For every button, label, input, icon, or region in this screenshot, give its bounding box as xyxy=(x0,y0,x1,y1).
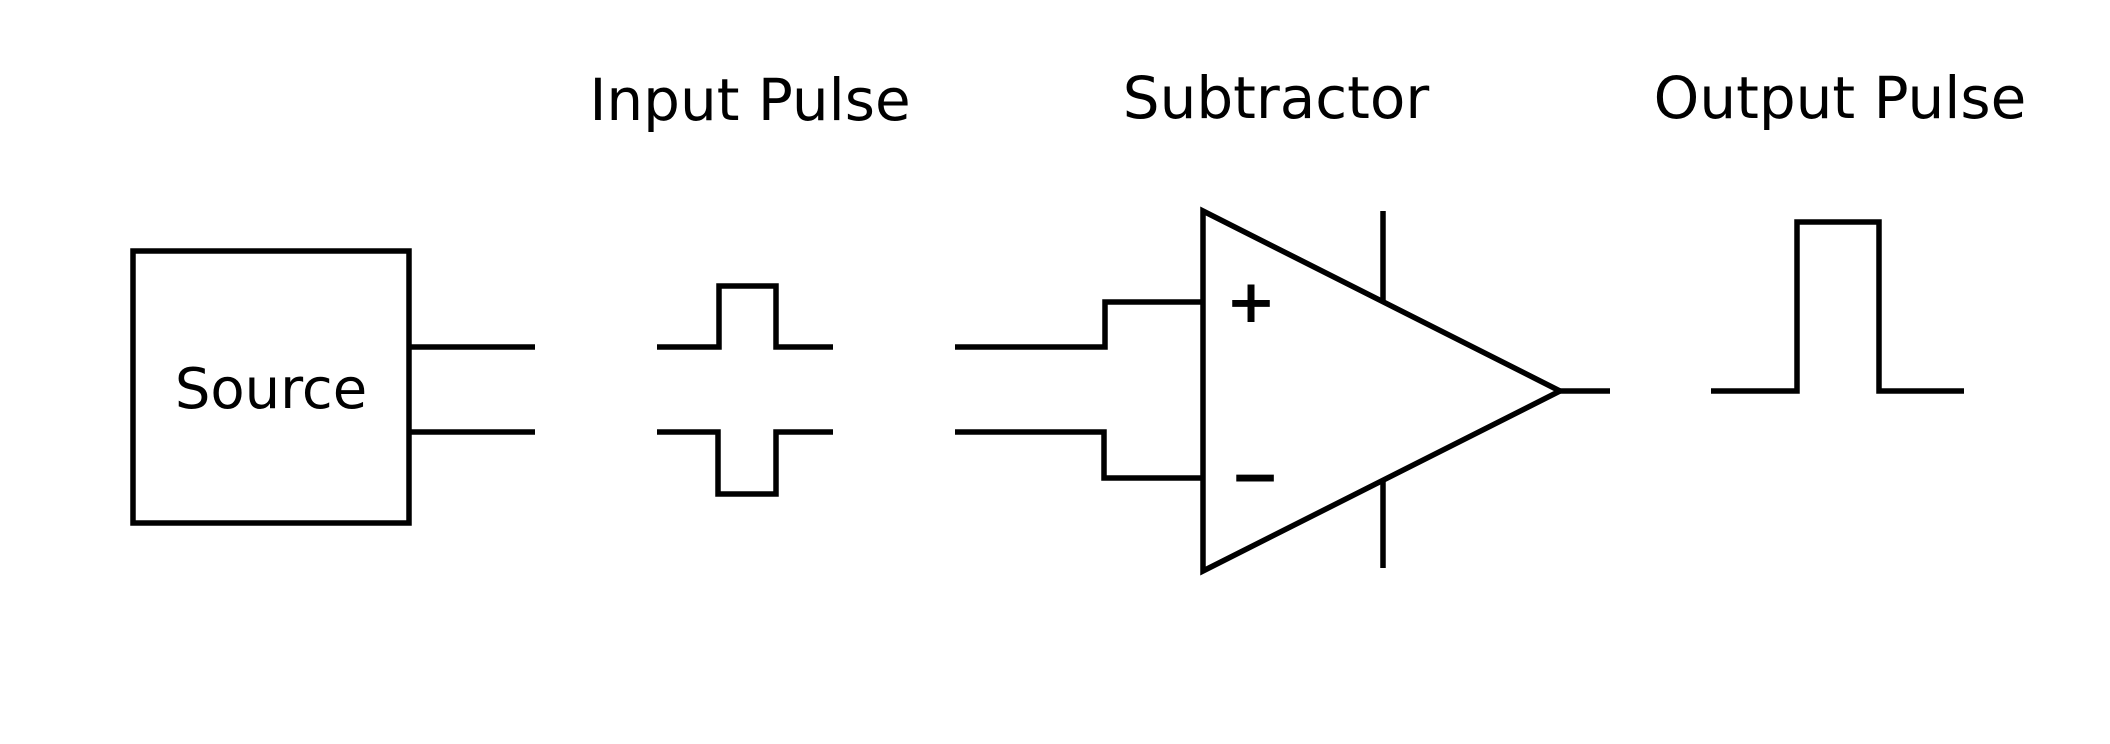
input-pulse-title: Input Pulse xyxy=(589,66,910,134)
output-pulse-title: Output Pulse xyxy=(1654,64,2027,132)
input-pulse-negative xyxy=(657,429,833,497)
subtractor-title: Subtractor xyxy=(1123,64,1430,132)
source-label: Source xyxy=(175,357,367,422)
subtractor-input-wires xyxy=(955,299,1203,481)
source-block: Source xyxy=(130,248,535,526)
input-pulse-waveforms xyxy=(657,283,833,497)
wire-to-plus-input xyxy=(955,299,1203,350)
input-pulse-positive xyxy=(657,283,833,350)
wire-to-minus-input xyxy=(955,429,1203,481)
plus-input-sign: + xyxy=(1226,267,1276,337)
minus-input-sign: − xyxy=(1230,442,1280,512)
subtractor-symbol: + − xyxy=(1200,206,1610,576)
output-pulse-waveform xyxy=(1711,219,1964,394)
source-box xyxy=(130,248,412,526)
